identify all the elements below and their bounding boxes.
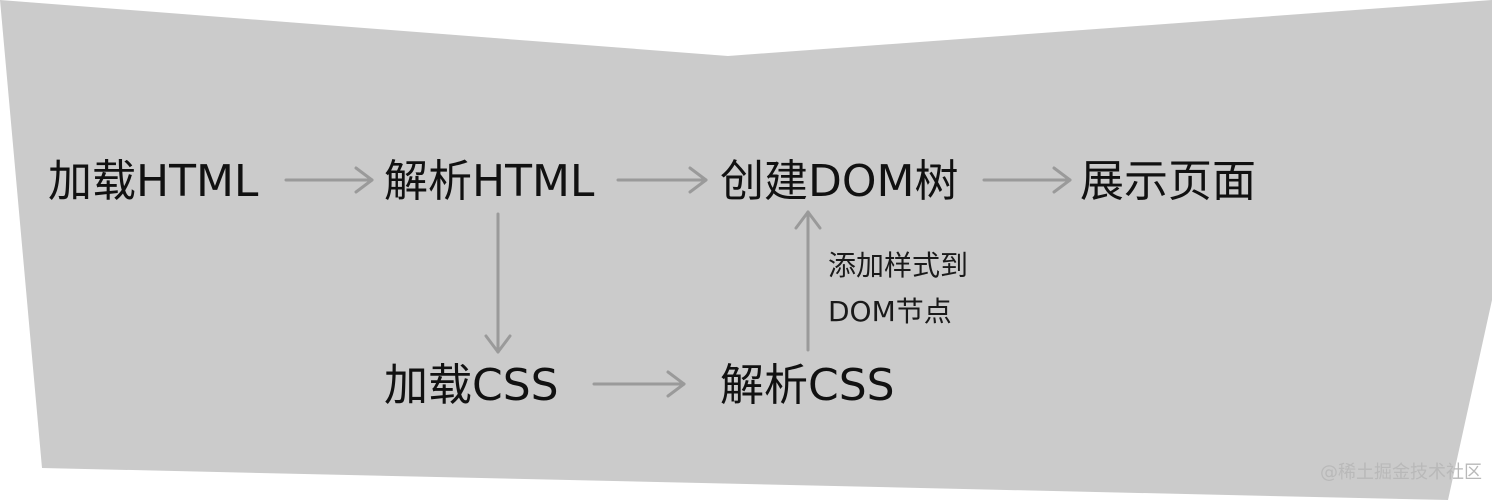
arrow-load-html-to-parse-html	[284, 166, 374, 194]
node-parse-html: 解析HTML	[384, 156, 595, 207]
annotation-line-2: DOM节点	[828, 295, 952, 328]
arrow-parse-html-to-load-css	[484, 212, 512, 354]
node-load-css: 加载CSS	[384, 360, 559, 411]
node-parse-css: 解析CSS	[720, 360, 895, 411]
arrow-parse-css-to-create-dom	[794, 210, 822, 352]
arrow-load-css-to-parse-css	[592, 370, 686, 398]
node-load-html: 加载HTML	[48, 156, 259, 207]
arrow-create-dom-to-show-page	[982, 166, 1072, 194]
arrow-parse-html-to-create-dom	[616, 166, 708, 194]
watermark-text: @稀土掘金技术社区	[1320, 462, 1482, 483]
annotation-line-1: 添加样式到	[828, 249, 969, 282]
node-create-dom: 创建DOM树	[720, 156, 959, 207]
node-show-page: 展示页面	[1080, 156, 1256, 207]
